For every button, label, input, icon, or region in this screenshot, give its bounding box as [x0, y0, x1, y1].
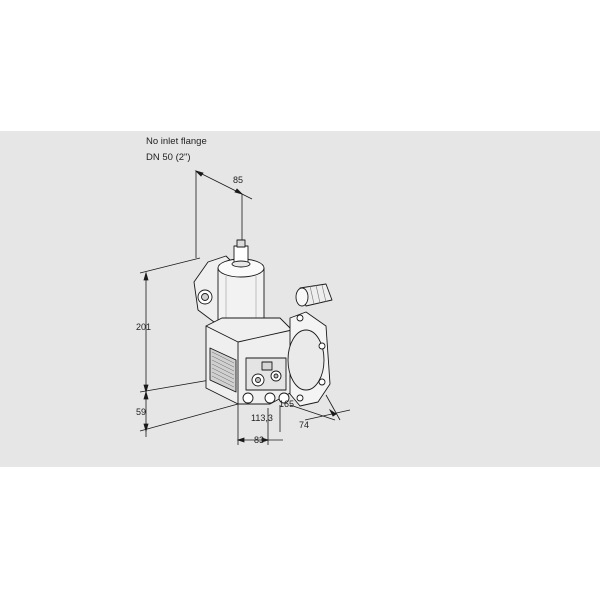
dimension-right-lines [289, 394, 351, 421]
note-size: DN 50 (2") [146, 152, 191, 163]
dimension-85-lines [194, 170, 253, 258]
dimension-165-label: 165 [279, 399, 295, 409]
dimension-85-label: 85 [233, 175, 244, 185]
dimension-length-lines [236, 400, 283, 445]
note-flange: No inlet flange [146, 136, 207, 147]
dimension-83-label: 83 [254, 435, 265, 445]
valve-body [193, 239, 333, 407]
dimension-113-label: 113,3 [251, 413, 273, 423]
dimension-74-label: 74 [299, 420, 310, 430]
dimension-height-lines [139, 257, 239, 437]
dimension-59-label: 59 [136, 407, 147, 417]
dimension-201-label: 201 [136, 322, 152, 332]
